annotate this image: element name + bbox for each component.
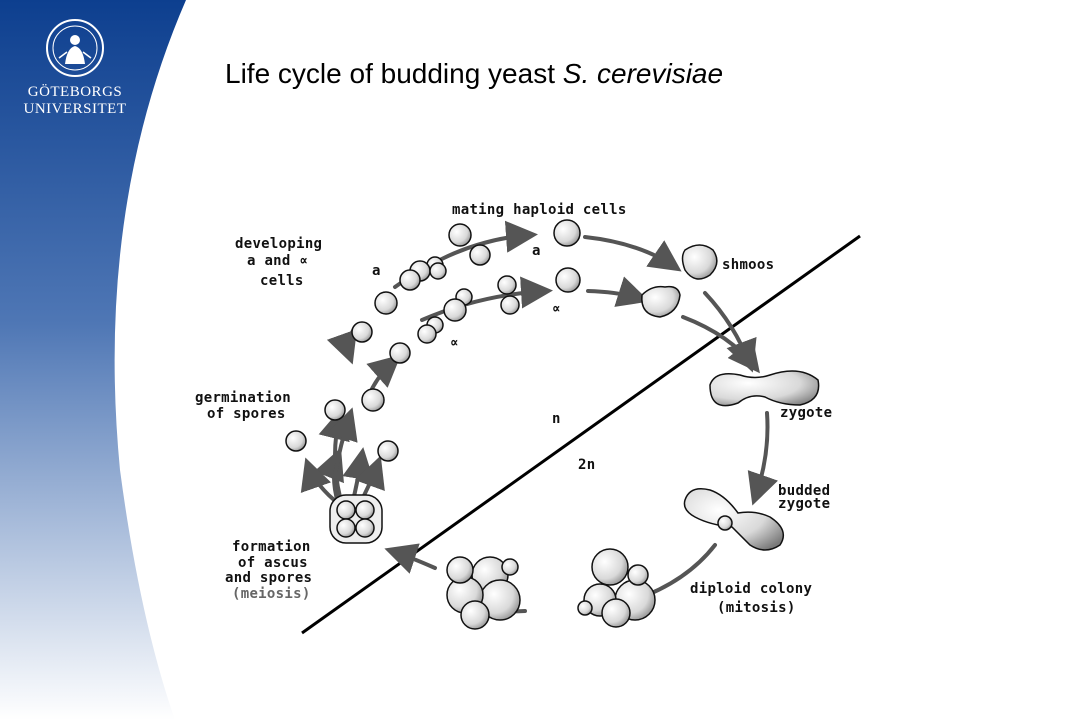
title-main: Life cycle of budding yeast xyxy=(225,58,563,89)
label-zygote: zygote xyxy=(780,405,832,421)
university-name-line2: UNIVERSITET xyxy=(23,101,127,117)
slide-title: Life cycle of budding yeast S. cerevisia… xyxy=(225,58,723,90)
label-formation-line3: and spores xyxy=(225,570,312,586)
diploid-colony-cells xyxy=(577,548,656,628)
label-mating-haploid-cells: mating haploid cells xyxy=(452,202,627,218)
label-diploid-line1: diploid colony xyxy=(690,581,812,597)
label-developing-line2: a and ∝ xyxy=(247,253,308,269)
yeast-life-cycle-diagram: mating haploid cells developing a and ∝ … xyxy=(195,202,861,635)
label-developing-line3: cells xyxy=(260,273,304,289)
label-diploid-line2: (mitosis) xyxy=(717,600,796,616)
label-formation-line4: (meiosis) xyxy=(232,586,311,602)
label-budded-line1: budded xyxy=(778,483,830,499)
cycle-arrows xyxy=(300,220,779,626)
university-name-line1: GÖTEBORGS xyxy=(27,84,123,100)
label-n: n xyxy=(552,411,561,427)
label-formation-line2: of ascus xyxy=(238,555,308,571)
university-logo: GÖTEBORGS UNIVERSITET xyxy=(16,18,134,118)
zygote-cell xyxy=(709,370,820,407)
label-mating-alpha-2: ∝ xyxy=(450,335,459,351)
shmoo-cells xyxy=(641,244,718,318)
label-germination-line1: germination xyxy=(195,390,291,406)
title-species: S. cerevisiae xyxy=(562,58,724,89)
label-mating-alpha-1: ∝ xyxy=(552,301,561,317)
label-2n: 2n xyxy=(578,457,595,473)
spore-cells xyxy=(285,399,399,462)
ascus-cell xyxy=(329,494,383,544)
university-seal-icon xyxy=(46,19,104,77)
budded-zygote-cell xyxy=(683,488,785,551)
haploid-cells-a xyxy=(351,219,581,343)
label-mating-a-1: a xyxy=(372,263,381,279)
label-germination-line2: of spores xyxy=(207,406,286,422)
label-shmoos: shmoos xyxy=(722,257,774,273)
label-budded-line2: zygote xyxy=(778,496,830,512)
haploid-cells-alpha xyxy=(361,267,581,412)
label-formation-line1: formation xyxy=(232,539,311,555)
pre-ascus-colony-cells xyxy=(446,556,521,630)
label-developing-line1: developing xyxy=(235,236,322,252)
label-mating-a-2: a xyxy=(532,243,541,259)
